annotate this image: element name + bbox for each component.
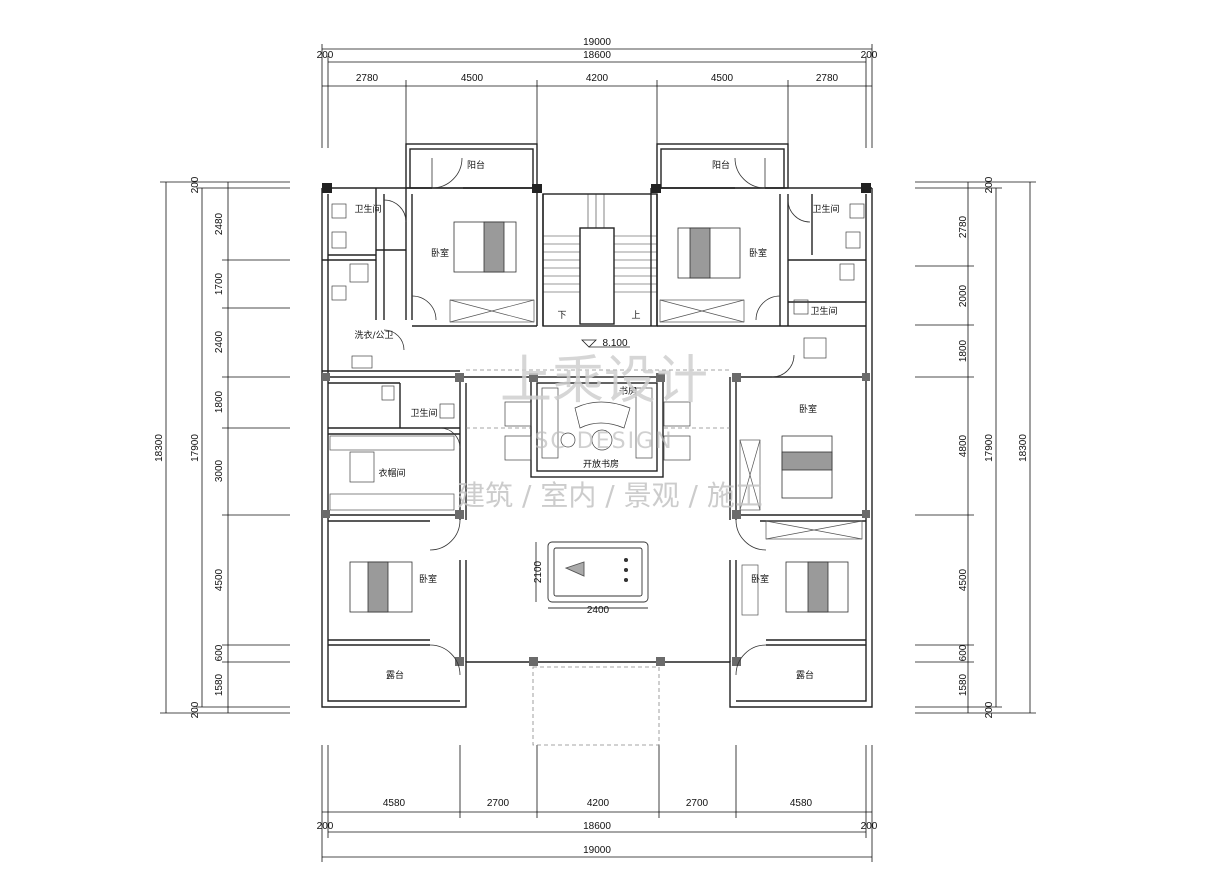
stair-up-label: 上 — [631, 310, 640, 321]
bottom-edge-right-label: 200 — [861, 821, 878, 832]
left-segment-label: 1800 — [214, 390, 225, 413]
top-segment-label: 2780 — [816, 73, 839, 84]
right-edge-bottom-label: 200 — [984, 701, 995, 718]
left-edge-top-label: 200 — [190, 176, 201, 193]
walls — [321, 143, 873, 708]
top-edge-right-label: 200 — [861, 50, 878, 61]
left-segment-label: 600 — [214, 644, 225, 661]
watermark-brand-en: SC DESIGN — [534, 429, 673, 454]
doors — [383, 157, 811, 676]
right-edge-top-label: 200 — [984, 176, 995, 193]
room-label-bathroom-top-left: 卫生间 — [354, 203, 381, 215]
room-label-walk-in-closet: 衣帽间 — [378, 467, 405, 479]
right-segment-label: 4500 — [958, 568, 969, 591]
bottom-segment-label: 4580 — [383, 798, 406, 809]
bottom-segment-label: 2700 — [686, 798, 709, 809]
watermark-services: 建筑 / 室内 / 景观 / 施工 — [457, 479, 763, 512]
left-segment-label: 4500 — [214, 568, 225, 591]
bottom-edge-left-label: 200 — [317, 821, 334, 832]
bathroom-fixtures — [331, 203, 865, 483]
right-segment-label: 600 — [958, 644, 969, 661]
wardrobes — [329, 299, 863, 616]
room-label-laundry-toilet: 洗衣/公卫 — [354, 329, 393, 341]
top-segment-label: 4200 — [586, 73, 609, 84]
right-inner-label: 17900 — [984, 434, 995, 462]
left-segment-label: 2400 — [214, 330, 225, 353]
right-segment-label: 4800 — [958, 434, 969, 457]
room-label-bedroom-bottom-right: 卧室 — [751, 573, 769, 585]
top-dimension-lines — [321, 44, 873, 148]
left-total-label: 18300 — [154, 434, 165, 462]
room-label-study: 开放书房 — [583, 458, 619, 470]
top-segment-label: 4500 — [711, 73, 734, 84]
room-label-terrace-right: 露台 — [796, 669, 814, 681]
billiard-height-label: 2100 — [533, 560, 544, 583]
elevation-label: 8.100 — [602, 338, 627, 349]
room-label-bathroom-top-right: 卫生间 — [812, 203, 839, 215]
dashed-outlines — [466, 369, 730, 746]
left-inner-label: 17900 — [190, 434, 201, 462]
room-label-bedroom-right-mid: 卧室 — [799, 403, 817, 415]
stair-treads — [543, 194, 657, 293]
bottom-segment-label: 2700 — [487, 798, 510, 809]
columns — [322, 183, 871, 193]
bottom-dimension-lines — [321, 745, 873, 862]
top-inner-label: 18600 — [583, 50, 611, 61]
top-segment-label: 4500 — [461, 73, 484, 84]
room-label-bedroom-top-right: 卧室 — [749, 247, 767, 259]
top-edge-left-label: 200 — [317, 50, 334, 61]
room-label-bathroom-left-mid: 卫生间 — [410, 407, 437, 419]
room-label-terrace-left: 露台 — [386, 669, 404, 681]
top-total-label: 19000 — [583, 37, 611, 48]
billiard-width-label: 2400 — [587, 605, 610, 616]
right-segment-label: 1580 — [958, 673, 969, 696]
columns-grey — [322, 373, 870, 666]
left-segment-label: 1700 — [214, 272, 225, 295]
left-segment-label: 2480 — [214, 212, 225, 235]
room-label-bedroom-top-left: 卧室 — [431, 247, 449, 259]
right-segment-label: 2000 — [958, 284, 969, 307]
watermark-brand: 上乘设计 — [500, 351, 708, 411]
room-label-bathroom-right-mid: 卫生间 — [810, 305, 837, 317]
stair-down-label: 下 — [557, 311, 566, 321]
right-segment-label: 2780 — [958, 215, 969, 238]
study-furniture — [504, 387, 691, 461]
room-label-bedroom-bottom-left: 卧室 — [419, 573, 437, 585]
right-dimension-lines — [915, 181, 1036, 714]
bottom-total-label: 19000 — [583, 845, 611, 856]
left-dimension-lines — [160, 181, 290, 714]
right-segment-label: 1800 — [958, 339, 969, 362]
room-label-study-upper: 书房 — [619, 385, 637, 397]
top-segment-label: 2780 — [356, 73, 379, 84]
left-segment-label: 1580 — [214, 673, 225, 696]
room-label-balcony-right: 阳台 — [712, 159, 730, 171]
billiard-table — [535, 541, 649, 609]
bottom-inner-label: 18600 — [583, 821, 611, 832]
bottom-segment-label: 4580 — [790, 798, 813, 809]
left-edge-bottom-label: 200 — [190, 701, 201, 718]
bottom-segment-label: 4200 — [587, 798, 610, 809]
right-total-label: 18300 — [1018, 434, 1029, 462]
elevation-marker — [581, 339, 630, 348]
left-segment-label: 3000 — [214, 459, 225, 482]
room-label-balcony-left: 阳台 — [467, 159, 485, 171]
beds — [349, 221, 849, 613]
